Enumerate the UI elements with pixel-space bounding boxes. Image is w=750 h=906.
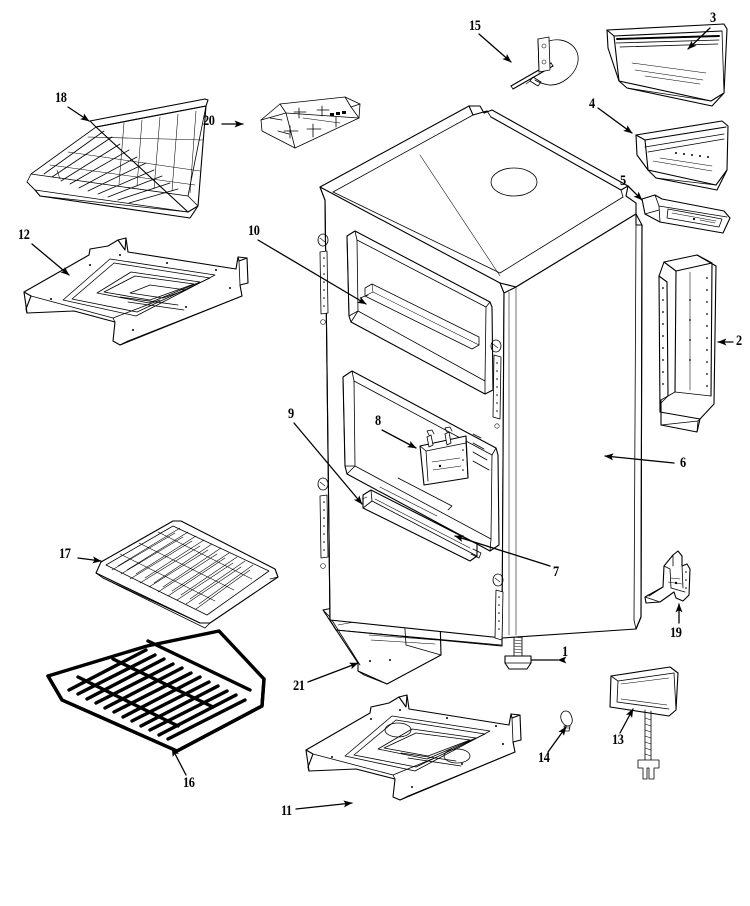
part-19-angle-bracket: [644, 550, 691, 604]
callout-label-7: 7: [553, 564, 559, 580]
callout-leaders: [31, 27, 734, 810]
part-12-bake-element-cover: [23, 237, 249, 346]
callout-label-3: 3: [710, 10, 716, 26]
callout-label-16: 16: [183, 775, 195, 791]
part-20-rack-support-frame: [260, 96, 361, 149]
callout-label-15: 15: [469, 18, 481, 34]
callout-label-21: 21: [293, 678, 305, 694]
part-4-upper-front-trim: [635, 120, 729, 191]
part-16-broil-grid: [46, 629, 266, 753]
callout-label-6: 6: [680, 455, 686, 471]
part-1-leveling-leg: [504, 633, 532, 670]
callout-label-1: 1: [562, 644, 568, 660]
part-3-rear-trim-panel: [606, 23, 728, 107]
callout-label-14: 14: [538, 750, 550, 766]
part-18-oven-rack: [26, 98, 209, 219]
callout-label-12: 12: [18, 227, 30, 243]
callout-label-17: 17: [59, 546, 71, 562]
part-8-latch-bracket: [419, 426, 490, 486]
part-5-lower-trim-rail: [641, 194, 731, 234]
callout-label-20: 20: [203, 113, 215, 129]
callout-label-18: 18: [55, 90, 67, 106]
part-7-oven-cavity-body: [317, 105, 643, 647]
callout-label-10: 10: [248, 223, 260, 239]
part-13-oven-lamp-assembly: [609, 666, 679, 780]
callout-label-13: 13: [612, 732, 624, 748]
callout-label-8: 8: [375, 413, 381, 429]
part-11-oven-bottom-panel: [305, 694, 522, 801]
callout-label-2: 2: [736, 333, 742, 349]
callout-label-9: 9: [288, 406, 294, 422]
callout-label-4: 4: [589, 96, 595, 112]
part-14-lamp-bulb: [560, 710, 573, 732]
callout-label-5: 5: [620, 173, 626, 189]
callout-label-19: 19: [670, 625, 682, 641]
part-2-rack-guide-channel: [658, 254, 717, 433]
part-15-anti-tip-bracket: [510, 36, 579, 90]
callout-label-11: 11: [281, 803, 292, 819]
part-17-broiler-pan-insert: [95, 520, 279, 629]
